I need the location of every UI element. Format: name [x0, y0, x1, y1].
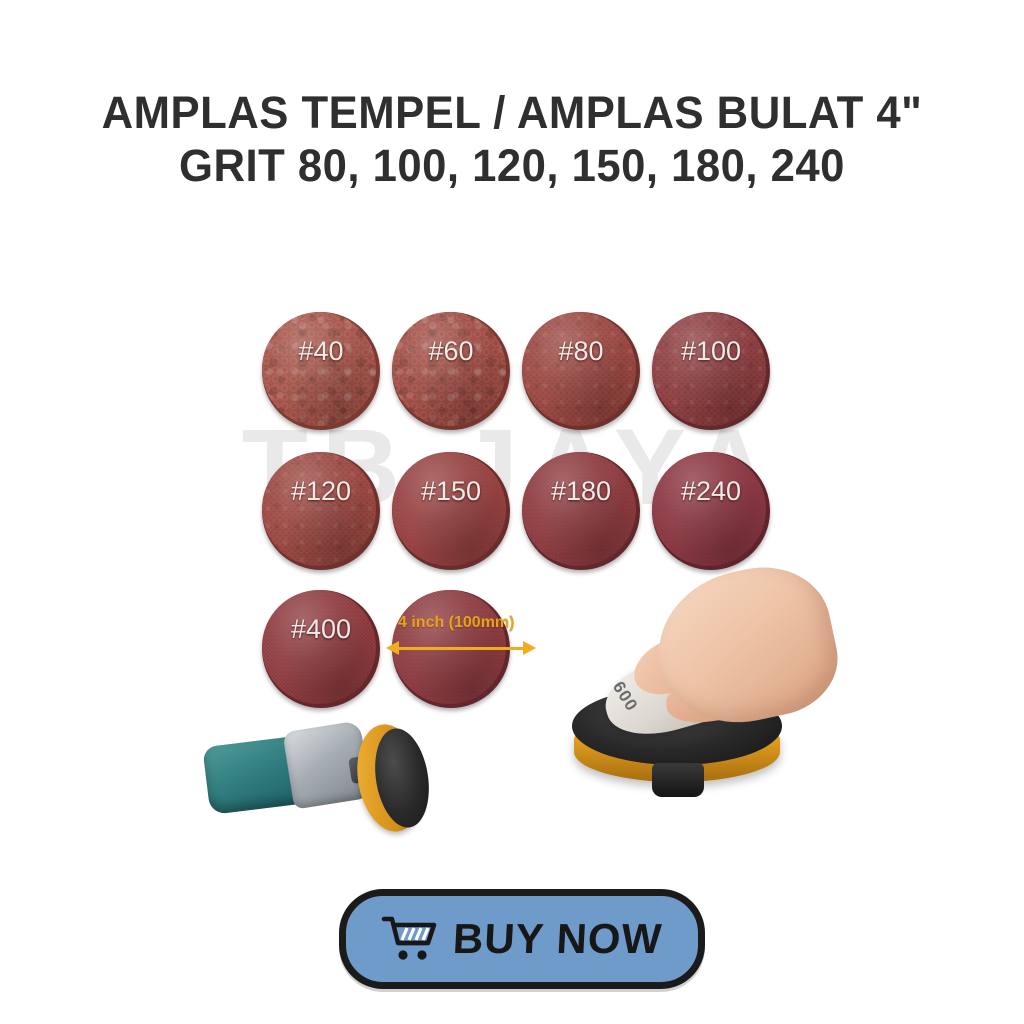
sanding-disc: #100	[652, 312, 770, 430]
sanding-disc-grit-texture	[522, 312, 636, 426]
sanding-disc: #180	[522, 452, 640, 570]
sanding-disc-sheen	[392, 312, 506, 426]
hand-with-backing-pad-photo: 600	[548, 554, 848, 835]
dimension-arrow-left	[386, 641, 399, 655]
sanding-disc: #400	[262, 590, 380, 708]
sanding-disc: #60	[392, 312, 510, 430]
sanding-disc-grit-texture	[262, 590, 376, 704]
sanding-disc-grit-label: #400	[290, 614, 352, 644]
sanding-disc-grit-label: #240	[680, 476, 742, 506]
sanding-disc-face	[392, 312, 506, 426]
dimension-label: 4 inch (100mm)	[398, 614, 515, 631]
sanding-disc-face	[262, 452, 376, 566]
sanding-disc: #150	[392, 452, 510, 570]
sanding-disc-face	[392, 452, 506, 566]
sanding-disc-grit-texture	[262, 452, 376, 566]
sanding-disc-face	[262, 312, 376, 426]
sanding-disc: #240	[652, 452, 770, 570]
page-title: AMPLAS TEMPEL / AMPLAS BULAT 4" GRIT 80,…	[0, 86, 1024, 192]
sanding-disc-grit-texture	[392, 452, 506, 566]
dimension-arrow-right	[523, 641, 536, 655]
sanding-disc: #40	[262, 312, 380, 430]
title-line-1: AMPLAS TEMPEL / AMPLAS BULAT 4"	[101, 87, 923, 138]
angle-grinder-photo	[200, 712, 440, 842]
sanding-disc-sheen	[652, 312, 766, 426]
sanding-disc-grit-texture	[652, 312, 766, 426]
sanding-disc-grit-texture	[392, 312, 506, 426]
sanding-disc-sheen	[522, 452, 636, 566]
buy-now-button[interactable]: BUY NOW	[339, 889, 705, 989]
sanding-disc-grit-label: #80	[558, 336, 604, 366]
sanding-disc: #80	[522, 312, 640, 430]
sanding-disc-face	[652, 312, 766, 426]
sanding-disc-sheen	[392, 452, 506, 566]
sanding-disc-sheen	[262, 452, 376, 566]
shopping-cart-icon	[382, 916, 437, 960]
sanding-disc: #120	[262, 452, 380, 570]
sanding-disc-face	[262, 590, 376, 704]
sanding-disc-face	[522, 452, 636, 566]
sanding-disc-sheen	[262, 590, 376, 704]
backing-pad-shank	[652, 763, 704, 797]
sanding-disc-grit-texture	[522, 452, 636, 566]
sanding-disc-sheen	[262, 312, 376, 426]
sanding-disc-grit-texture	[262, 312, 376, 426]
buy-now-label: BUY NOW	[452, 915, 664, 962]
dimension-annotation: 4 inch (100mm)	[386, 590, 536, 708]
sanding-disc-face	[522, 312, 636, 426]
sanding-disc-face	[652, 452, 766, 566]
sanding-disc-grit-label: #180	[550, 476, 612, 506]
sanding-disc-grit-texture	[652, 452, 766, 566]
dimension-line	[398, 647, 526, 650]
sanding-disc-sheen	[522, 312, 636, 426]
sanding-disc-grit-label: #40	[298, 336, 344, 366]
sanding-disc-sheen	[652, 452, 766, 566]
sanding-disc-grit-label: #120	[290, 476, 352, 506]
sanding-disc-grit-label: #100	[680, 336, 742, 366]
sanding-disc-grit-label: #150	[420, 476, 482, 506]
product-photo-collage: #40 #60 #80 #100 #120 #150 #180 #240 #400 4 inch…	[0, 250, 1024, 870]
title-line-2: GRIT 80, 100, 120, 150, 180, 240	[179, 140, 845, 191]
sanding-disc-grit-label: #60	[428, 336, 474, 366]
